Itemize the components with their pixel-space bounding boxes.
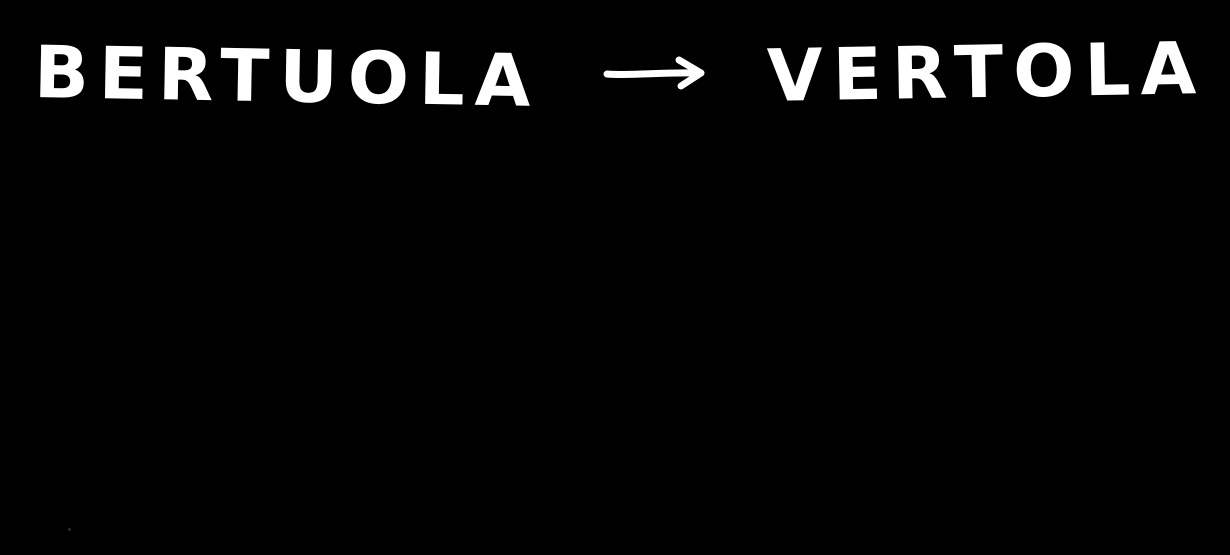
- word-transformation: BERTUOLA VERTOLA: [33, 22, 1214, 123]
- dust-speck: [68, 528, 71, 531]
- target-word: VERTOLA: [765, 26, 1207, 118]
- source-word: BERTUOLA: [33, 30, 542, 123]
- right-arrow-icon: [603, 56, 705, 90]
